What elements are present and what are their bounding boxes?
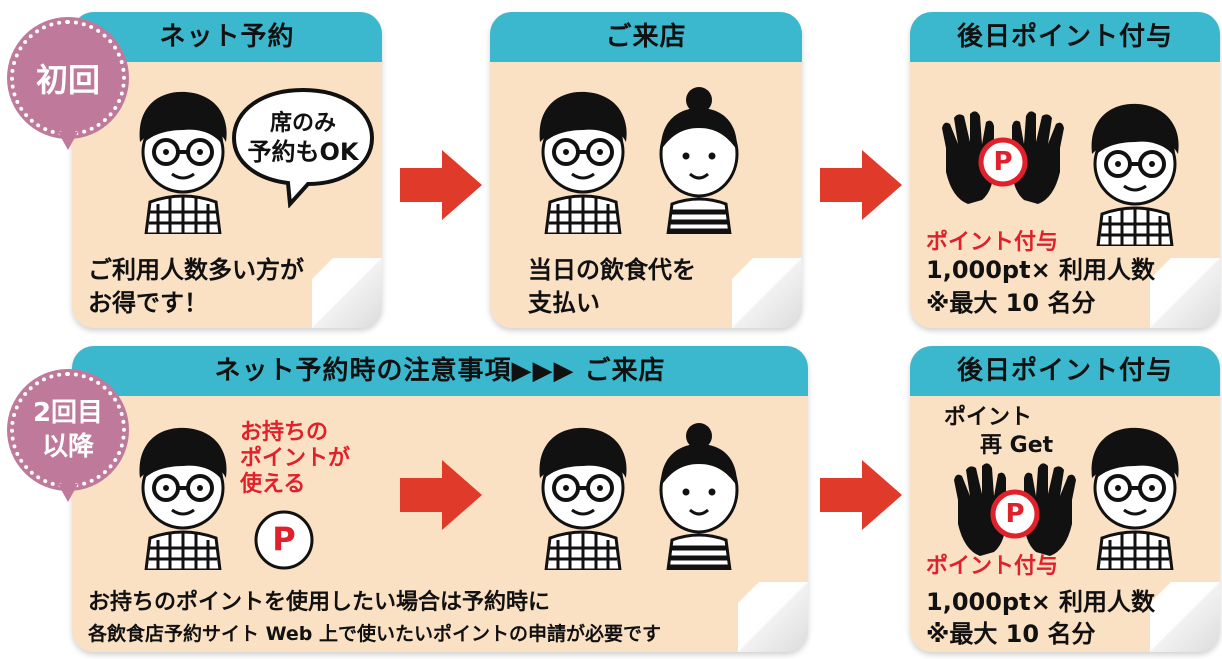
badge-first-time: 初回 xyxy=(10,20,126,150)
card-text-line1: 1,000pt× 利用人数 xyxy=(926,588,1156,616)
card-text-line1: お持ちのポイントを使用したい場合は予約時に xyxy=(88,590,551,615)
hands-coin-icon xyxy=(942,111,1064,204)
point-coin-icon: P xyxy=(1005,499,1025,529)
points-usable-line2: ポイントが xyxy=(240,446,351,471)
points-usable-line1: お持ちの xyxy=(240,420,329,445)
point-coin-icon xyxy=(254,510,314,570)
point-reget-line1: ポイント xyxy=(944,405,1033,430)
man-icon xyxy=(539,91,627,234)
card-text-line2: 支払い xyxy=(528,289,600,317)
woman-icon xyxy=(659,423,739,570)
card-header: ネット予約時の注意事項▶▶▶ ご来店 xyxy=(72,346,808,396)
card-visit: ご来店 xyxy=(490,12,802,328)
right-arrow-icon xyxy=(400,460,482,530)
badge-label: 初回 xyxy=(35,61,100,99)
point-grant-label: ポイント付与 xyxy=(926,554,1059,579)
card-text-line1: 当日の飲食代を xyxy=(528,256,696,284)
point-coin-label: P xyxy=(272,520,296,558)
card-text-line1: 1,000pt× 利用人数 xyxy=(926,256,1156,284)
hands-coin-icon xyxy=(954,463,1076,556)
man-icon xyxy=(139,91,227,234)
bubble-line2: 予約もOK xyxy=(248,138,360,166)
card-text-line1: ご利用人数多い方が xyxy=(88,256,304,284)
right-arrow-icon xyxy=(820,460,902,530)
right-arrow-icon xyxy=(820,150,902,220)
man-icon xyxy=(539,427,627,570)
point-grant-label: ポイント付与 xyxy=(926,230,1059,255)
card-header: 後日ポイント付与 xyxy=(910,12,1220,62)
bubble-line1: 席のみ xyxy=(270,110,336,136)
card-text-line2: ※最大 10 名分 xyxy=(926,289,1096,317)
man-icon xyxy=(139,427,227,570)
points-usable-line3: 使える xyxy=(240,472,306,497)
card-text-line2: お得です！ xyxy=(88,289,208,317)
point-coin-icon: P xyxy=(993,147,1013,177)
card-header: ご来店 xyxy=(490,12,802,62)
card-text-line2: 各飲食店予約サイト Web 上で使いたいポイントの申請が必要です xyxy=(88,623,661,645)
right-arrow-icon xyxy=(400,150,482,220)
woman-icon xyxy=(659,87,739,234)
point-reget-line2: 再 Get xyxy=(980,433,1054,458)
card-header: 後日ポイント付与 xyxy=(910,346,1220,396)
badge-label-line1: 2回目 xyxy=(32,398,104,428)
card-text-line2: ※最大 10 名分 xyxy=(926,620,1096,648)
man-icon xyxy=(1091,427,1179,570)
badge-second-time-onward: 2回目 以降 xyxy=(10,372,126,502)
speech-bubble-icon: 席のみ 予約もOK xyxy=(231,87,375,208)
man-icon xyxy=(1091,103,1179,246)
badge-label-line2: 以降 xyxy=(41,432,94,462)
card-header: ネット予約 xyxy=(72,12,382,62)
